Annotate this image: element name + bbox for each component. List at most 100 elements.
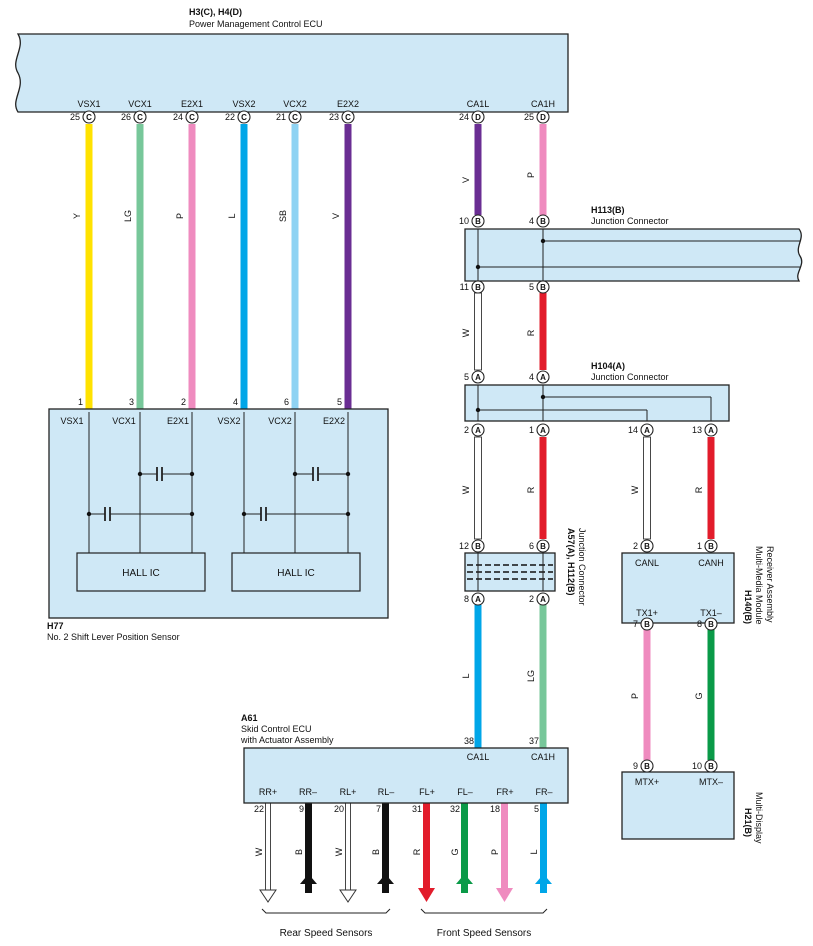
wire-color-label: V — [331, 213, 341, 219]
arrow-fl-minus — [456, 874, 473, 884]
pin-label: MTX– — [699, 777, 723, 787]
pin-label: VSX1 — [77, 99, 100, 109]
svg-text:A: A — [540, 373, 546, 382]
arrow-fr-plus — [496, 888, 513, 902]
front-sensors-label: Front Speed Sensors — [437, 928, 532, 939]
pin-number: 5 — [337, 397, 342, 407]
svg-text:5: 5 — [529, 282, 534, 292]
svg-text:A: A — [475, 595, 481, 604]
wire-color-label: SB — [278, 210, 288, 222]
svg-text:12: 12 — [459, 541, 469, 551]
junction-dots — [86, 471, 351, 517]
wire-color-label: LG — [526, 670, 536, 682]
svg-text:24: 24 — [173, 112, 183, 122]
pin-number: 1 — [78, 397, 83, 407]
jc-h113-box — [464, 228, 803, 282]
receiver-name-line1: Multi-Media Module — [754, 546, 764, 625]
pin-label: CA1L — [467, 99, 490, 109]
pin-label: VCX1 — [112, 416, 136, 426]
pin-label: RR– — [299, 787, 317, 797]
wire-color-label: R — [526, 329, 536, 336]
wire-h104-a57-r — [539, 437, 547, 539]
wire-color-label: B — [294, 849, 304, 855]
wire-color-label: LG — [123, 210, 133, 222]
wire-vcx2 — [291, 124, 299, 412]
pin-number: 32 — [450, 804, 460, 814]
svg-text:7: 7 — [633, 619, 638, 629]
wire-color-label: G — [450, 848, 460, 855]
svg-text:4: 4 — [529, 372, 534, 382]
skid-control-ecu: A61 Skid Control ECU with Actuator Assem… — [240, 713, 569, 856]
pin-label: VCX1 — [128, 99, 152, 109]
jc-h113-name: Junction Connector — [591, 216, 669, 226]
svg-text:B: B — [540, 542, 546, 551]
skid-ecu-box — [243, 747, 569, 804]
wire-color-label: W — [630, 485, 640, 494]
svg-text:13: 13 — [692, 425, 702, 435]
jc-h113-internal — [477, 229, 800, 281]
svg-text:10: 10 — [459, 216, 469, 226]
svg-text:4: 4 — [529, 216, 534, 226]
wire-h140-h21-g — [707, 629, 715, 760]
wire-fl-minus — [461, 803, 468, 893]
pin-label: FL+ — [419, 787, 435, 797]
pin-label: CA1H — [531, 99, 555, 109]
svg-text:B: B — [475, 542, 481, 551]
pin-label: FR– — [535, 787, 552, 797]
pin-number: 38 — [464, 736, 474, 746]
pin-number: 4 — [233, 397, 238, 407]
shift-lever-sensor: 1 3 2 4 6 5 VSX1 VCX1 E2X1 VSX2 VCX2 E2X… — [47, 397, 389, 642]
svg-text:8: 8 — [697, 619, 702, 629]
wire-color-label: R — [412, 848, 422, 855]
svg-text:21: 21 — [276, 112, 286, 122]
receiver-name-line2: Receiver Assembly — [765, 546, 775, 623]
power-ecu-box — [15, 33, 569, 113]
sensor-group-brackets: Rear Speed Sensors Front Speed Sensors — [261, 908, 548, 939]
wire-color-labels-upper: Y LG P L SB V V P — [72, 172, 536, 222]
arrow-rr-minus — [300, 874, 317, 884]
svg-text:B: B — [644, 762, 650, 771]
svg-text:C: C — [345, 113, 351, 122]
rear-sensors-label: Rear Speed Sensors — [280, 928, 373, 939]
wire-ca1l-upper — [474, 124, 482, 215]
wire-color-label: W — [334, 847, 344, 856]
jc-h104-id: H104(A) — [591, 361, 625, 371]
wire-h113-h104-r — [539, 293, 547, 370]
arrow-rl-plus — [339, 889, 357, 903]
svg-text:8: 8 — [464, 594, 469, 604]
pin-label: RR+ — [259, 787, 277, 797]
svg-text:B: B — [540, 283, 546, 292]
svg-text:5: 5 — [464, 372, 469, 382]
wire-h113-h104-w — [474, 292, 482, 371]
wire-a57-a61-lg — [539, 605, 547, 748]
svg-text:25: 25 — [70, 112, 80, 122]
rear-bracket — [261, 908, 391, 914]
pin-number: 20 — [334, 804, 344, 814]
jc-a57-id: A57(A), H112(B) — [566, 528, 576, 596]
pin-number: 3 — [129, 397, 134, 407]
pin-number: 37 — [529, 736, 539, 746]
wire-color-label: W — [461, 328, 471, 337]
wire-color-label: L — [461, 673, 471, 678]
pin-label: CA1H — [531, 752, 555, 762]
pin-label: CANL — [635, 558, 659, 568]
jc-a57-dashes — [467, 564, 553, 580]
wire-h104-a57-w — [474, 436, 482, 540]
pin-label: E2X1 — [181, 99, 203, 109]
svg-text:B: B — [708, 542, 714, 551]
wire-h140-h21-p — [643, 629, 651, 760]
receiver-id: H140(B) — [743, 590, 753, 624]
